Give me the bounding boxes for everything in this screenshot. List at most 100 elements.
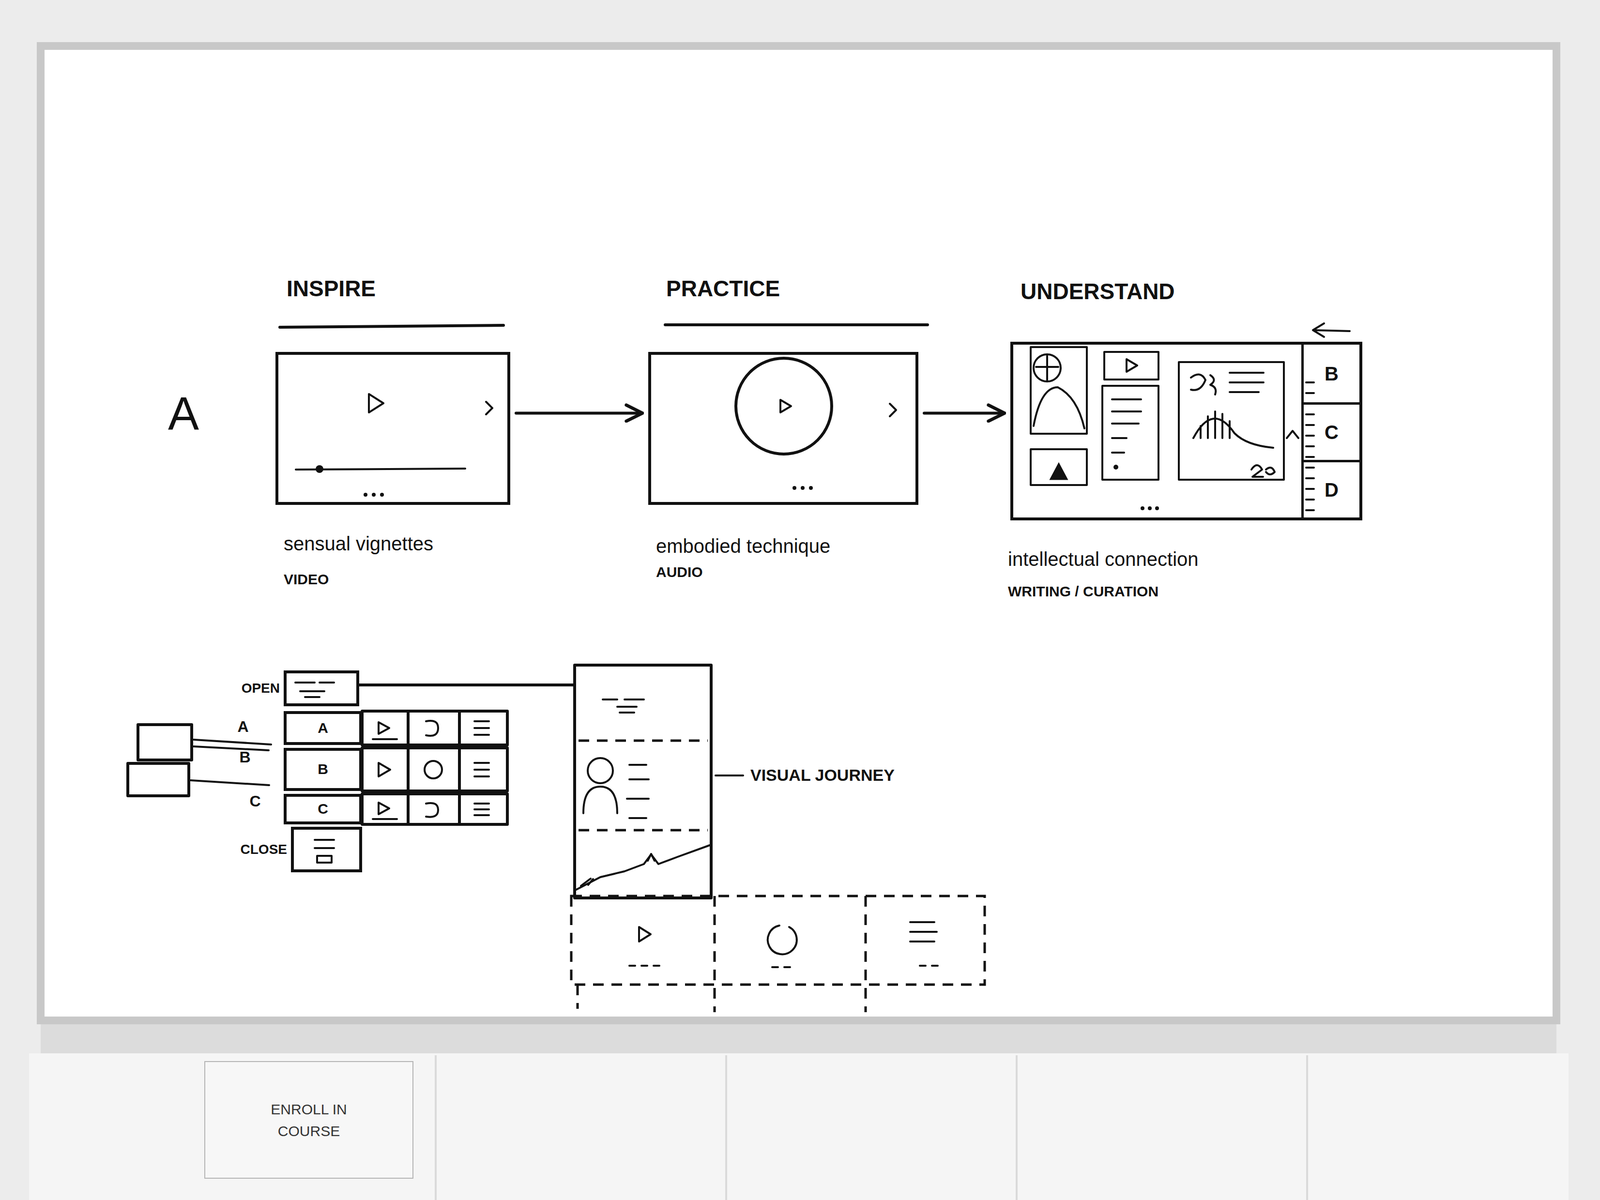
note-text: ENROLL IN COURSE (260, 1098, 358, 1143)
play-icon (1126, 359, 1138, 372)
cabinet (29, 1053, 1569, 1200)
row-letter: A (167, 386, 199, 441)
section-tab: C (1301, 402, 1360, 460)
media-tray (571, 896, 985, 985)
text-lines (1112, 399, 1142, 453)
stage-heading: INSPIRE (286, 275, 376, 302)
text-icon (474, 721, 489, 735)
audio-icon (424, 761, 442, 779)
page-dot (800, 486, 805, 490)
side-label: OPEN (241, 680, 280, 697)
screen-frame: UNDERSTANDintellectual connectionWRITING… (1010, 341, 1363, 521)
text-dot (1113, 464, 1119, 470)
page-dot (380, 492, 384, 497)
frame-top-bar (665, 323, 928, 327)
text-icon (910, 922, 937, 942)
article-lines (1229, 372, 1264, 393)
progress-dot (315, 465, 324, 473)
module-cell: C (283, 793, 363, 825)
video-icon (378, 762, 391, 777)
audio-circle (735, 358, 832, 455)
pointer-line (193, 739, 272, 751)
portrait-cross (1036, 355, 1059, 381)
stage-caption: embodied technique (655, 534, 831, 558)
flow-arrow (924, 411, 1005, 415)
scribble-glyph (1190, 374, 1216, 395)
audio-icon (767, 925, 797, 955)
course-end-box: CLOSE (290, 826, 363, 873)
frame-top-bar (279, 325, 504, 328)
person-head (587, 758, 613, 784)
media-type: WRITING / CURATION (1007, 583, 1159, 601)
page-dot (363, 492, 368, 497)
next-chevron (486, 401, 493, 415)
curve-chart (1193, 418, 1274, 448)
row-letter: A (237, 717, 249, 736)
video-icon (372, 722, 397, 740)
section-divider (578, 739, 708, 743)
close-scribble (314, 839, 335, 863)
page-dot (1140, 506, 1145, 511)
stage-heading: PRACTICE (666, 275, 780, 302)
cabinet-seams (435, 1055, 1308, 1200)
page-dot (1155, 506, 1159, 511)
grid-cell (408, 793, 460, 825)
text-card (1102, 385, 1159, 480)
link-line (359, 683, 575, 687)
grid-cell (362, 747, 409, 792)
module-cell: A (283, 711, 363, 746)
person-body (583, 786, 618, 814)
module-letter: B (317, 761, 329, 778)
tab-hatching (1306, 382, 1314, 511)
row-letter: B (239, 748, 251, 767)
video-icon (639, 927, 651, 942)
grid-cell (362, 711, 409, 746)
back-arrow (1312, 323, 1350, 337)
play-icon (780, 399, 792, 413)
phone-screen (574, 665, 712, 899)
screen-frame: PRACTICEembodied techniqueAUDIO (648, 351, 919, 505)
marker-tray (40, 1024, 1557, 1054)
media-type: AUDIO (655, 563, 703, 581)
text-lines (626, 764, 649, 819)
section-tab: D (1301, 459, 1360, 518)
chart-hatching (1200, 411, 1230, 439)
video-card (1104, 351, 1159, 380)
side-label: CLOSE (240, 841, 288, 858)
thumbnail-box (137, 724, 192, 761)
landscape (576, 844, 712, 890)
play-icon (368, 394, 384, 413)
portrait-card (1030, 347, 1087, 434)
pointer-line (190, 780, 270, 786)
tab-letter: B (1324, 362, 1339, 385)
landscape-detail (580, 853, 655, 886)
sticky-note: ENROLL IN COURSE (204, 1061, 414, 1179)
page-dots (629, 965, 938, 968)
portrait-body (1033, 387, 1085, 429)
text-icon (474, 762, 489, 777)
stage-caption: intellectual connection (1007, 548, 1199, 571)
thumbnail-box (127, 763, 189, 796)
tray-divider (577, 896, 866, 1013)
scribble-glyph (1251, 465, 1275, 477)
grid-cell (459, 711, 508, 746)
audio-icon (426, 803, 439, 818)
page-dot (808, 486, 813, 490)
callout-label: VISUAL JOURNEY (750, 765, 895, 785)
section-tab: B (1301, 344, 1360, 403)
text-icon (474, 803, 489, 816)
stage-caption: sensual vignettes (283, 532, 434, 555)
title-scribble (602, 699, 644, 713)
module-cell: B (283, 747, 363, 792)
screen-frame: INSPIREsensual vignettesVIDEO (275, 351, 511, 505)
grid-cell (408, 747, 460, 792)
scroll-caret (1286, 430, 1299, 439)
page-dot (792, 486, 797, 490)
tab-letter: D (1324, 478, 1339, 502)
open-scribble (295, 682, 335, 698)
course-start-box: OPEN (283, 670, 360, 707)
page-dot (1147, 506, 1152, 511)
